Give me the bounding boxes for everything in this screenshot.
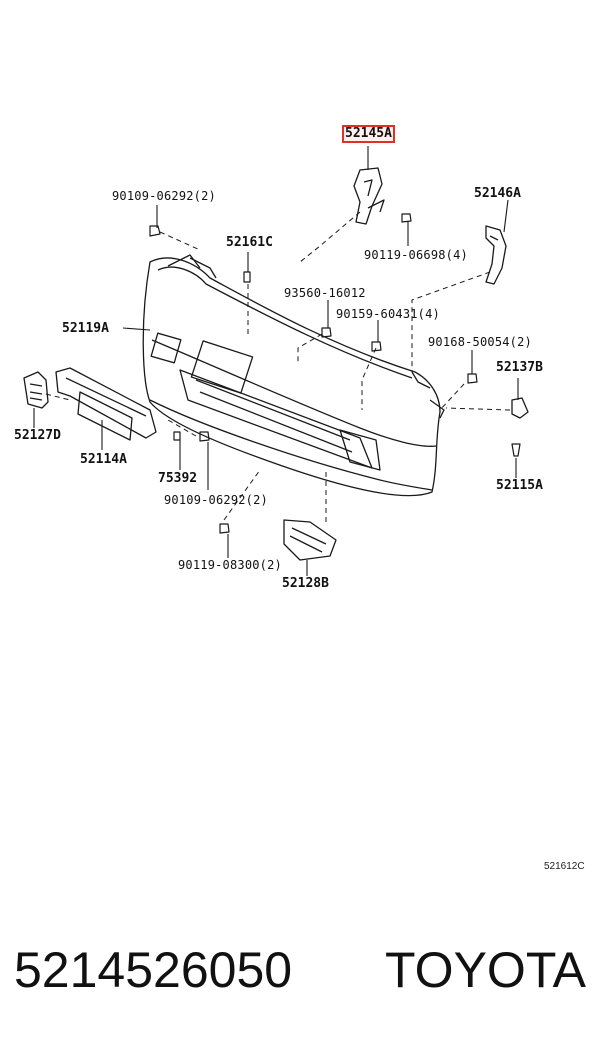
label-52145a[interactable]: 52145A: [342, 125, 395, 143]
fasteners: [149, 213, 521, 534]
label-52161c[interactable]: 52161C: [226, 235, 273, 250]
diagram-reference-code: 521612C: [544, 861, 585, 872]
label-52146a[interactable]: 52146A: [474, 186, 521, 201]
label-52127d[interactable]: 52127D: [14, 428, 61, 443]
label-90119-06698[interactable]: 90119-06698(4): [364, 248, 468, 262]
label-52115a[interactable]: 52115A: [496, 478, 543, 493]
label-90119-08300[interactable]: 90119-08300(2): [178, 558, 282, 572]
label-52114a[interactable]: 52114A: [80, 452, 127, 467]
label-52119a[interactable]: 52119A: [62, 321, 109, 336]
label-52137b[interactable]: 52137B: [496, 360, 543, 375]
bumper-cover-shape: [142, 254, 445, 497]
label-90159-60431[interactable]: 90159-60431(4): [336, 307, 440, 321]
label-90168-50054[interactable]: 90168-50054(2): [428, 335, 532, 349]
grille-52127d-shape: [23, 371, 49, 409]
leader-lines: [33, 146, 519, 576]
bracket-52145a-shape: [353, 167, 385, 225]
plate-bracket-52114a-shape: [55, 367, 157, 441]
bracket-52137b-shape: [511, 397, 529, 419]
label-90109-06292-bottom[interactable]: 90109-06292(2): [164, 493, 268, 507]
footer-bar: 5214526050 TOYOTA: [14, 940, 586, 1000]
label-90109-06292-top[interactable]: 90109-06292(2): [112, 189, 216, 203]
label-75392[interactable]: 75392: [158, 471, 198, 486]
cover-52128b-shape: [283, 519, 337, 561]
assembly-lines: [45, 211, 511, 522]
bracket-52146a-shape: [485, 225, 507, 285]
label-93560-16012[interactable]: 93560-16012: [284, 286, 366, 300]
footer-brand: TOYOTA: [385, 942, 586, 998]
footer-part-number: 5214526050: [14, 942, 293, 998]
label-52128b[interactable]: 52128B: [282, 576, 329, 591]
